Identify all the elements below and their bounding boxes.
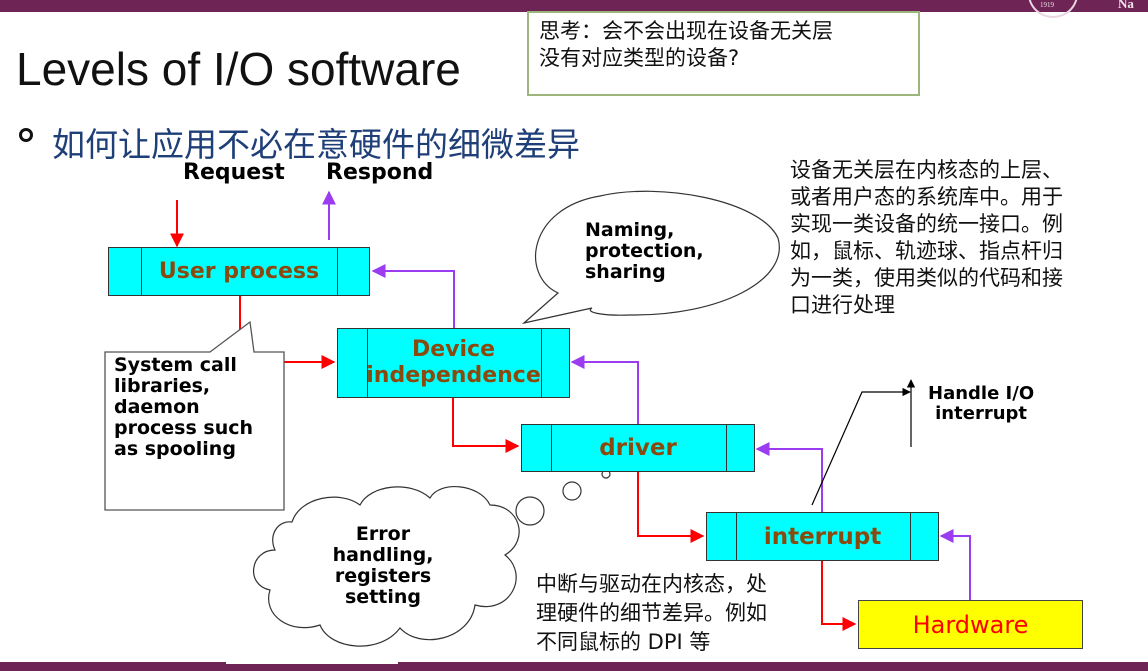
- driver-interrupt-note: 中断与驱动在内核态，处 理硬件的细节差异。例如 不同鼠标的 DPI 等: [536, 570, 767, 657]
- callout-line: Handle I/O: [928, 383, 1035, 404]
- think-line-2: 没有对应类型的设备?: [539, 46, 740, 70]
- layer-driver-label: driver: [599, 435, 677, 461]
- device-independent-note: 设备无关层在内核态的上层、 或者用户态的系统库中。用于 实现一类设备的统一接口。…: [790, 157, 1063, 319]
- note-line: 如，鼠标、轨迹球、指点杆归: [790, 239, 1063, 263]
- note-line: 理硬件的细节差异。例如: [536, 601, 767, 625]
- system-call-callout-text: System call libraries, daemon process su…: [114, 355, 253, 460]
- box-divider: [337, 248, 338, 295]
- top-banner: [0, 0, 1148, 12]
- callout-line: protection,: [585, 240, 704, 262]
- layer-interrupt[interactable]: interrupt: [706, 512, 939, 561]
- error-cloud-text: Error handling, registers setting: [322, 524, 444, 608]
- callout-line: process such: [114, 417, 254, 439]
- box-divider: [141, 248, 142, 295]
- callout-line: Error: [355, 523, 411, 545]
- flow-driver-to-devind: [570, 355, 639, 424]
- box-divider: [736, 513, 737, 560]
- thought-bubble-large: [515, 496, 545, 526]
- flow-interrupt-to-driver: [755, 442, 823, 512]
- note-line: 实现一类设备的统一接口。例: [790, 212, 1063, 236]
- note-line: 口进行处理: [790, 293, 895, 317]
- university-name-partial: Na: [1118, 0, 1134, 11]
- slide-title: Levels of I/O software: [16, 43, 461, 95]
- layer-device-independence-line2: independence: [366, 363, 541, 388]
- note-line: 不同鼠标的 DPI 等: [536, 630, 711, 654]
- naming-callout-text: Naming, protection, sharing: [585, 220, 704, 283]
- note-line: 设备无关层在内核态的上层、: [790, 158, 1063, 182]
- box-divider: [726, 425, 727, 471]
- flow-devind-to-user: [371, 264, 455, 328]
- box-divider: [367, 329, 368, 397]
- callout-line: daemon: [114, 396, 200, 418]
- emblem-year: 1919: [1040, 1, 1054, 9]
- callout-line: interrupt: [935, 403, 1027, 424]
- bottom-banner: [0, 662, 1148, 671]
- request-label: Request: [183, 160, 285, 185]
- bullet-text: 如何让应用不必在意硬件的细微差异: [52, 125, 580, 164]
- think-line-1: 思考：会不会出现在设备无关层: [539, 19, 833, 43]
- layer-driver[interactable]: driver: [521, 424, 755, 472]
- box-divider: [551, 425, 552, 471]
- error-cloud-shape: [253, 486, 520, 647]
- naming-callout-shape: [521, 190, 780, 325]
- flow-hardware-to-interrupt: [939, 529, 971, 600]
- callout-line: as spooling: [114, 438, 236, 460]
- flow-interrupt-to-hardware: [821, 560, 857, 631]
- callout-line: System call: [114, 354, 237, 376]
- layer-device-independence[interactable]: Device independence: [337, 328, 570, 398]
- callout-line: setting: [345, 586, 421, 608]
- flow-devind-to-driver: [452, 396, 520, 453]
- callout-line: handling,: [332, 544, 434, 566]
- layer-user-process[interactable]: User process: [108, 247, 370, 296]
- bottom-banner-gap: [226, 660, 398, 664]
- layer-user-process-label: User process: [158, 259, 320, 284]
- thought-bubble-medium: [562, 481, 582, 501]
- layer-hardware[interactable]: Hardware: [858, 600, 1083, 649]
- flow-driver-to-interrupt: [637, 472, 705, 543]
- layer-device-independence-line1: Device: [411, 337, 496, 362]
- box-divider: [910, 513, 911, 560]
- layer-hardware-label: Hardware: [912, 610, 1029, 639]
- system-call-callout-shape: [104, 320, 285, 511]
- bullet-circle-icon: [19, 128, 33, 142]
- callout-line: libraries,: [114, 375, 211, 397]
- callout-line: registers: [334, 565, 432, 587]
- callout-line: Naming,: [585, 219, 675, 241]
- note-line: 中断与驱动在内核态，处: [536, 572, 767, 596]
- callout-line: sharing: [585, 261, 666, 283]
- box-divider: [541, 329, 542, 397]
- note-line: 为一类，使用类似的代码和接: [790, 266, 1063, 290]
- think-question-box: 思考：会不会出现在设备无关层 没有对应类型的设备?: [527, 11, 920, 96]
- respond-label: Respond: [326, 160, 434, 185]
- note-line: 或者用户态的系统库中。用于: [790, 185, 1063, 209]
- layer-interrupt-label: interrupt: [763, 523, 882, 550]
- handle-interrupt-text: Handle I/O interrupt: [928, 384, 1034, 424]
- handle-interrupt-pointer: [811, 387, 911, 506]
